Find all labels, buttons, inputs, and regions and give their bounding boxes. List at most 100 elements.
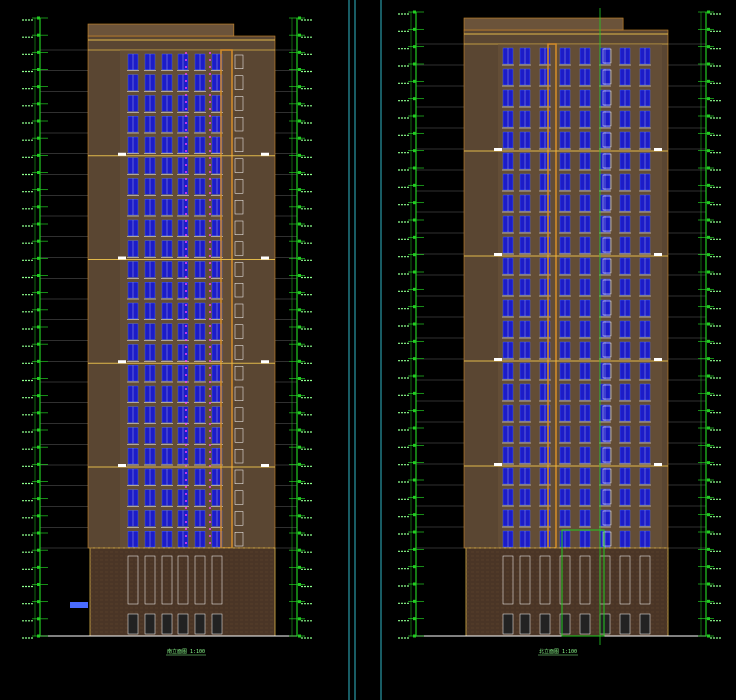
sheet-left-podium-window	[194, 555, 206, 605]
sheet-right-left-elev-marker	[413, 322, 416, 326]
sheet-right-right-elev-marker	[707, 443, 710, 447]
sheet-right-right-elev-marker	[707, 183, 710, 187]
sheet-left-right-elev-marker	[298, 548, 301, 552]
sheet-right-wing-window	[602, 153, 612, 169]
sheet-right-left-elev-marker	[413, 565, 416, 569]
sheet-right-level-tag	[494, 358, 502, 361]
sheet-right-left-dimension-column	[398, 10, 424, 639]
sheet-right-podium-window	[579, 555, 591, 605]
sheet-right-wing-window	[602, 216, 612, 232]
sheet-right-left-elev-marker	[413, 218, 416, 222]
sheet-left-left-elev-marker	[37, 205, 40, 209]
sheet-right-left-elev-marker	[413, 617, 416, 621]
sheet-left-right-elev-marker	[298, 394, 301, 398]
sheet-right-shop-door	[579, 613, 591, 635]
sheet-left-roof-parapet	[87, 23, 235, 37]
sheet-left-left-elev-marker	[37, 308, 40, 312]
sheet-left-right-elev-marker	[298, 119, 301, 123]
sheet-left-left-elev-marker	[37, 68, 40, 71]
sheet-right-wing-window	[602, 300, 612, 316]
sheet-right-wing-window	[602, 237, 612, 253]
sheet-left-right-elev-marker	[298, 188, 301, 192]
sheet-left-right-elev-marker	[298, 583, 301, 586]
sheet-left-shop-door	[161, 613, 173, 635]
sheet-right-left-elev-marker	[413, 478, 416, 482]
sheet-right-right-elev-marker	[707, 114, 710, 118]
sheet-right-shop-door	[539, 613, 551, 635]
sheet-left-left-elev-marker	[37, 16, 40, 20]
sheet-left-wing-window	[234, 75, 244, 90]
sheet-right-left-elev-marker	[413, 166, 416, 170]
sheet-left-left-elev-marker	[37, 462, 40, 466]
sheet-left-left-elev-marker	[37, 617, 40, 621]
sheet-left-right-elev-marker	[298, 33, 301, 37]
sheet-left-right-elev-marker	[298, 565, 301, 569]
sheet-right-right-elev-marker	[707, 634, 710, 638]
sheet-left-right-elev-marker	[298, 85, 301, 89]
sheet-left-right-elev-marker	[298, 153, 301, 157]
sheet-left-left-elev-marker	[37, 583, 40, 586]
sheet-left-right-elev-marker	[298, 514, 301, 518]
sheet-left-canopy	[70, 602, 88, 608]
sheet-right-right-elev-marker	[707, 495, 710, 499]
sheet-right-left-elev-marker	[413, 391, 416, 395]
sheet-right-entrance-frame	[561, 529, 605, 637]
sheet-left-right-elev-marker	[298, 617, 301, 621]
sheet-right-right-elev-marker	[707, 79, 710, 83]
sheet-right-level-tag	[654, 463, 662, 466]
sheet-right-shop-door	[559, 613, 571, 635]
sheet-left-wing-window	[234, 158, 244, 173]
sheet-right-podium-window	[559, 555, 571, 605]
sheet-right-right-elev-marker	[707, 547, 710, 551]
sheet-left-right-elev-marker	[298, 462, 301, 466]
sheet-right-left-elev-marker	[413, 183, 416, 187]
sheet-right-wing-window	[602, 195, 612, 211]
sheet-right-wing-window	[602, 111, 612, 127]
sheet-left-left-elev-marker	[37, 342, 40, 346]
sheet-right-right-dimension-column	[698, 10, 722, 639]
sheet-left-right-elev-marker	[298, 291, 301, 295]
sheet-right-wing-window	[602, 279, 612, 295]
sheet-left-wing-window	[234, 262, 244, 277]
sheet-right-level-tag	[654, 253, 662, 256]
sheet-left-wing-window	[234, 283, 244, 298]
sheet-right-wing-window	[602, 384, 612, 400]
sheet-right-right-elev-marker	[707, 201, 710, 205]
sheet-left-wing-window	[234, 407, 244, 422]
sheet-right-left-elev-marker	[413, 339, 416, 343]
sheet-left-wing-window	[234, 511, 244, 526]
sheet-left-right-elev-marker	[298, 50, 301, 54]
sheet-left-level-tag	[118, 256, 126, 260]
sheet-right-right-elev-marker	[707, 287, 710, 291]
sheet-left-right-elev-marker	[298, 239, 301, 243]
sheet-left-podium-window	[211, 555, 223, 605]
sheet-right-left-elev-marker	[413, 374, 416, 378]
sheet-left-right-elev-marker	[298, 274, 301, 277]
sheet-right-level-tag	[494, 463, 502, 466]
sheet-left-right-elev-marker	[298, 497, 301, 501]
sheet-left-podium-window	[127, 555, 139, 605]
sheet-right-podium-window	[502, 555, 514, 605]
sheet-left-right-elev-marker	[298, 222, 301, 226]
sheet-left-wing-window	[234, 241, 244, 256]
sheet-left-level-tag	[118, 360, 126, 364]
sheet-right-level-tag	[494, 148, 502, 151]
sheet-left-left-elev-marker	[37, 497, 40, 501]
caption-left: 南立面图 1:100	[167, 648, 205, 655]
sheet-right-right-elev-marker	[707, 322, 710, 326]
sheet-left-left-elev-marker	[37, 428, 40, 432]
sheet-right-wing-window	[602, 426, 612, 442]
sheet-right-level-tag	[494, 253, 502, 256]
sheet-right-wing-window	[602, 69, 612, 85]
sheet-left-left-elev-marker	[37, 119, 40, 123]
sheet-right-left-elev-marker	[413, 253, 416, 257]
sheet-right-right-elev-marker	[707, 374, 710, 378]
sheet-right-right-elev-marker	[707, 530, 710, 534]
sheet-left-podium-window	[161, 555, 173, 605]
sheet-right-left-elev-marker	[413, 409, 416, 413]
sheet-right-level-tag	[654, 358, 662, 361]
elevation-sheet-right	[398, 8, 722, 645]
sheet-right-wing-window	[602, 363, 612, 379]
sheet-right-wing-window	[602, 132, 612, 148]
sheet-right-wing-window	[602, 48, 612, 64]
